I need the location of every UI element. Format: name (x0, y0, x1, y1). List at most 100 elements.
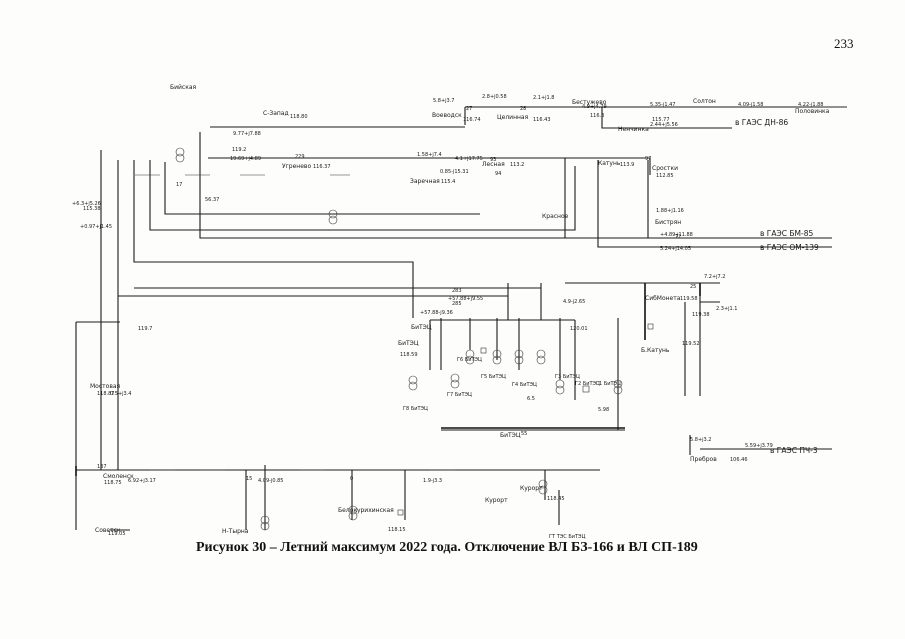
station-tselinnaya: Целинная (497, 114, 529, 121)
node-id: 15 (246, 476, 252, 482)
node-id: 0 (350, 476, 353, 482)
voltage: 116.37 (313, 164, 331, 170)
flow: 5.8+j3.7 (433, 98, 454, 104)
voltage: 56.37 (205, 197, 219, 203)
flow: 5.24+j14.05 (660, 246, 691, 252)
station-smolenskoe: Смоленск (103, 473, 134, 480)
flow: 6.92+j3.17 (128, 478, 156, 484)
station-bistryany: Бистрян (655, 219, 681, 226)
flow: +57.88+j9.55 (448, 296, 483, 302)
voltage: 106.46 (730, 457, 748, 463)
flow: 2.1+j1.8 (533, 95, 554, 101)
node-id: 97 (645, 156, 651, 162)
voltage: 116.74 (463, 117, 481, 123)
flow: 5.8+j3.2 (690, 437, 711, 443)
gen-g3: Г3 БиТЭЦ (555, 374, 580, 380)
gen-g6: Г6 БиТЭЦ (457, 357, 482, 363)
voltage: 113.9 (620, 162, 634, 168)
node-id: 137 (97, 464, 107, 470)
voltage: 116.43 (533, 117, 551, 123)
station-biyskaya: Бийская (170, 84, 197, 91)
page-number: 233 (834, 36, 854, 51)
station-lesnaya: Лесная (482, 161, 505, 168)
station-bestuzhevo: Бестужево (572, 99, 607, 106)
voltage: 118.87 (97, 391, 115, 397)
station-bittec-2: БиТЭЦ (398, 340, 419, 347)
station-kurortnaya-1: Курорт (520, 485, 543, 492)
station-soltan: Солтон (693, 98, 716, 105)
gen-g7: Г7 БиТЭЦ (447, 392, 472, 398)
flow: 7.2+j7.2 (704, 274, 725, 280)
voltage: 119.58 (680, 296, 698, 302)
flow: 4.09-j1.58 (738, 102, 763, 108)
station-bittec-1: БиТЭЦ (411, 324, 432, 331)
flow: 0.5+j3.4 (110, 391, 131, 397)
station-gt-bittec: ГТ ТЭС БиТЭЦ (549, 534, 586, 540)
voltage: 119.05 (108, 531, 126, 537)
gen-g1: Г1 БиТЭЦ (596, 381, 621, 387)
gen-g8: Г8 БиТЭЦ (403, 406, 428, 412)
feed-om-139: в ГАЭС ОМ-139 (760, 243, 819, 252)
station-b-katun: Б.Катунь (641, 347, 670, 354)
station-zarechnaya: Заречная (410, 178, 440, 185)
node-id: 27 (466, 106, 472, 112)
node-id: 94 (495, 171, 501, 177)
node-id: 285 (452, 301, 462, 307)
station-sib-moneta: СибМонета (645, 295, 681, 302)
voltage: 120.01 (570, 326, 588, 332)
voltage: 119.38 (692, 312, 710, 318)
node-id: 93 (490, 157, 496, 163)
voltage: 119.7 (138, 326, 152, 332)
station-nenchinka: Ненчинка (618, 126, 649, 133)
flow: 9.77+j7.88 (233, 131, 261, 137)
voltage: 115.77 (652, 117, 670, 123)
feed-pch-3: в ГАЭС ПЧ-3 (770, 446, 818, 455)
feed-dn-86: в ГАЭС ДН-86 (735, 118, 788, 127)
voltage: 116.3 (590, 113, 604, 119)
station-soviet: Советск (95, 527, 121, 534)
voltage: 118.80 (290, 114, 308, 120)
voltage: 115.4 (441, 179, 455, 185)
flow: 4.9-j2.65 (563, 299, 585, 305)
node-id: 28 (520, 106, 526, 112)
station-n-tyrna: Н-Тырна (222, 528, 249, 535)
flow: 4.9+j4.79 (582, 104, 607, 110)
station-katun: Катунь (598, 160, 621, 167)
node-id: 229 (295, 154, 305, 160)
flow: +0.97+j1.45 (80, 224, 112, 230)
station-belokurikha: Белокурихинская (338, 507, 394, 514)
station-krasnoe: Красное (542, 213, 569, 220)
flow: 5.59+j3.79 (745, 443, 773, 449)
station-kurortnaya-2: Курорт (485, 497, 508, 504)
node-id: 72 (675, 234, 681, 240)
voltage: 118.59 (400, 352, 418, 358)
voltage: 115.38 (83, 206, 101, 212)
station-mostovaya: Мостовая (90, 383, 121, 390)
voltage: 112.85 (656, 173, 674, 179)
voltage: 118.75 (104, 480, 122, 486)
station-srostki: Сростки (652, 165, 678, 172)
station-prebrovo: Пребров (690, 456, 717, 463)
flow: 19.69+j4.89 (230, 156, 261, 162)
gen-g4: Г4 БиТЭЦ (512, 382, 537, 388)
flow: 2.44+j5.56 (650, 122, 678, 128)
flow: 1.58+j7.4 (417, 152, 442, 158)
voltage: 113.2 (510, 162, 524, 168)
node-id: 25 (690, 284, 696, 290)
station-bittec-bus: БиТЭЦ (500, 432, 521, 439)
flow: 2.8+j0.58 (482, 94, 507, 100)
voltage: 119.52 (682, 341, 700, 347)
flow: 5.35-j1.47 (650, 102, 675, 108)
station-zapadnaya: С-Запад (263, 110, 289, 117)
node-id: 17 (176, 182, 182, 188)
voltage: 118.15 (388, 527, 406, 533)
voltage: 5.98 (598, 407, 609, 413)
station-ugrenevo: Угренево (282, 163, 311, 170)
flow: 4.09-j0.85 (258, 478, 283, 484)
flow: 2.3+j1.1 (716, 306, 737, 312)
flow: 0.85-j15.31 (440, 169, 469, 175)
node-id: 283 (452, 288, 462, 294)
gen-g5: Г5 БиТЭЦ (481, 374, 506, 380)
